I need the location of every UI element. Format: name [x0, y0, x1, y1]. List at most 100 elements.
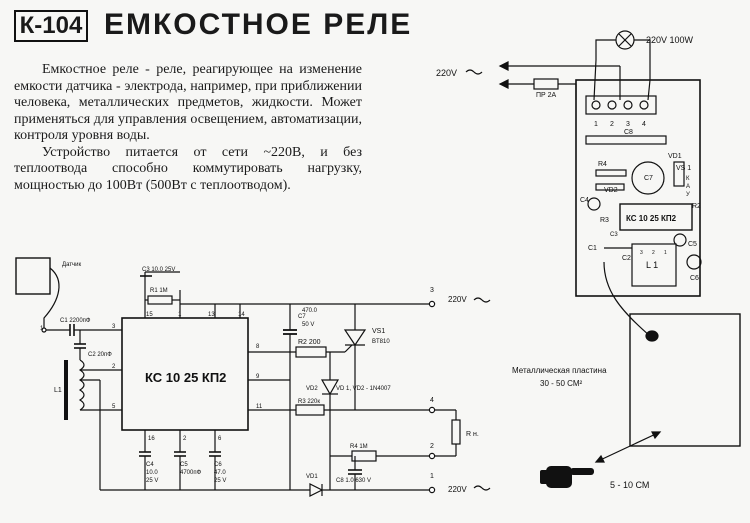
- description-paragraph-2: Устройство питается от сети ~220В, и без…: [14, 144, 362, 193]
- c8-label: C8 1.0 630 V: [336, 478, 371, 484]
- board-c7-label: C7: [644, 175, 653, 182]
- vs1-pin-a: А: [686, 184, 690, 190]
- sensor-wire: [43, 267, 60, 330]
- terminal-3-label: 3: [430, 287, 434, 294]
- l1-pin-1: 1: [664, 250, 667, 256]
- l1-label: L1: [54, 387, 62, 394]
- vd-note: VD 1, VD2 - 1N4007: [336, 386, 391, 392]
- terminal-4-label: 4: [430, 397, 434, 404]
- terminal-1: [428, 486, 436, 494]
- pin-3-label: 3: [112, 324, 116, 330]
- board-ic-label: КС 10 25 КП2: [626, 214, 677, 223]
- l1-coil: [78, 359, 85, 411]
- sensor-label: Датчик: [62, 262, 81, 268]
- pin-11-label: 11: [256, 404, 263, 410]
- r2-label: R2 200: [298, 339, 321, 346]
- c6-value: 47.0: [214, 470, 226, 476]
- pin-9-label: 9: [256, 374, 260, 380]
- c4-value: 10.0: [146, 470, 158, 476]
- pin-label: 1: [40, 326, 44, 332]
- c2-label: C2 20пФ: [88, 352, 112, 358]
- board-r4-label: R4: [598, 161, 607, 168]
- vs1-symbol: [343, 329, 367, 347]
- board-l1: [631, 243, 677, 287]
- board-c5-label: C5: [688, 241, 697, 248]
- board-r3-label: R3: [600, 217, 609, 224]
- mains-top-label: 220V: [448, 295, 467, 304]
- r1-body: [147, 295, 173, 305]
- terminal-block: [585, 95, 657, 115]
- c5-label: C5: [180, 462, 188, 468]
- terminal-1-label: 1: [430, 473, 434, 480]
- ic-body: [121, 317, 249, 431]
- r3-body: [295, 404, 325, 416]
- r4-label: R4 1M: [350, 444, 368, 450]
- board-c8: [585, 135, 667, 145]
- terminal-3: [428, 300, 436, 308]
- pin-6-label: 6: [218, 436, 222, 442]
- vs1-label: VS1: [372, 328, 385, 335]
- board-c1-label: C1: [588, 245, 597, 252]
- pin-13-label: 13: [208, 312, 215, 318]
- pin-16-label: 16: [148, 436, 155, 442]
- plate-label: Металлическая пластина: [512, 366, 607, 375]
- board-c6-label: C6: [690, 275, 699, 282]
- vs1-type: BT810: [372, 339, 390, 345]
- pin-14-label: 14: [238, 312, 245, 318]
- ac-symbol-bottom: [473, 485, 491, 491]
- l1-pin-2: 2: [652, 250, 655, 256]
- board-mains-label: 220V: [436, 68, 457, 78]
- term-num-1: 1: [594, 121, 598, 128]
- c3-label: C3 10.0 25V: [142, 267, 175, 273]
- ic-label: КС 10 25 КП2: [145, 370, 226, 385]
- metal-plate: [629, 313, 741, 447]
- c6-voltage: 25 V: [214, 478, 226, 484]
- board-l1-label: L 1: [646, 260, 658, 270]
- description: Емкостное реле - реле, реагирующее на из…: [14, 62, 362, 194]
- lamp-label: 220V 100W: [646, 35, 694, 45]
- c7-value: 470.0: [302, 308, 318, 314]
- vs1-pin-k: К: [686, 176, 690, 182]
- board-diagram: 220V 100W 220V ПР 2А 1 2 3 4 C8 R4 VD1: [436, 30, 741, 490]
- vd1-label: VD1: [306, 474, 318, 480]
- distance-label: 5 - 10 СМ: [610, 480, 649, 490]
- r3-label: R3 220к: [298, 399, 320, 405]
- plate-size: 30 - 50 СМ²: [540, 379, 582, 388]
- ac-symbol-top: [473, 297, 491, 303]
- page-title: ЕМКОСТНОЕ РЕЛЕ: [104, 8, 413, 41]
- board-vs1-label: VS 1: [676, 165, 691, 172]
- board-vd2-label: VD2: [604, 187, 618, 194]
- term-num-4: 4: [642, 121, 646, 128]
- kit-number-box: К-104: [14, 10, 88, 42]
- board-c7: [631, 161, 665, 195]
- vd2-label: VD2: [306, 386, 318, 392]
- pcb-outline: [575, 79, 701, 297]
- terminal-2-label: 2: [430, 443, 434, 450]
- vd1-symbol: [309, 483, 324, 497]
- sensor-plate: [15, 257, 51, 295]
- pin-2-label: 2: [112, 364, 116, 370]
- terminal-2: [428, 452, 436, 460]
- schematic: Датчик 1 C1 2200пФ 3 C2 20пФ L1 2 5 КС 1…: [15, 257, 491, 497]
- description-paragraph-1: Емкостное реле - реле, реагирующее на из…: [14, 62, 362, 143]
- c5-value: 4700пФ: [180, 470, 202, 476]
- board-c8-label: C8: [624, 129, 633, 136]
- fuse-label: ПР 2А: [536, 92, 557, 99]
- c4-label: C4: [146, 462, 154, 468]
- board-c3-label: C3: [610, 232, 618, 238]
- term-num-2: 2: [610, 121, 614, 128]
- pin-1-label: 1: [178, 312, 182, 318]
- pointing-hand-icon: [540, 466, 594, 488]
- pin-15-label: 15: [146, 312, 153, 318]
- r2-body: [295, 346, 327, 358]
- board-ic: [619, 203, 693, 231]
- r1-label: R1 1M: [150, 288, 168, 294]
- fuse-body: [533, 78, 559, 90]
- mains-bottom-label: 220V: [448, 485, 467, 494]
- pin-8-label: 8: [256, 344, 260, 350]
- c7-label: C7: [298, 314, 306, 320]
- term-num-3: 3: [626, 121, 630, 128]
- ac-symbol-board: [465, 69, 483, 75]
- rn-label: R н.: [466, 431, 479, 438]
